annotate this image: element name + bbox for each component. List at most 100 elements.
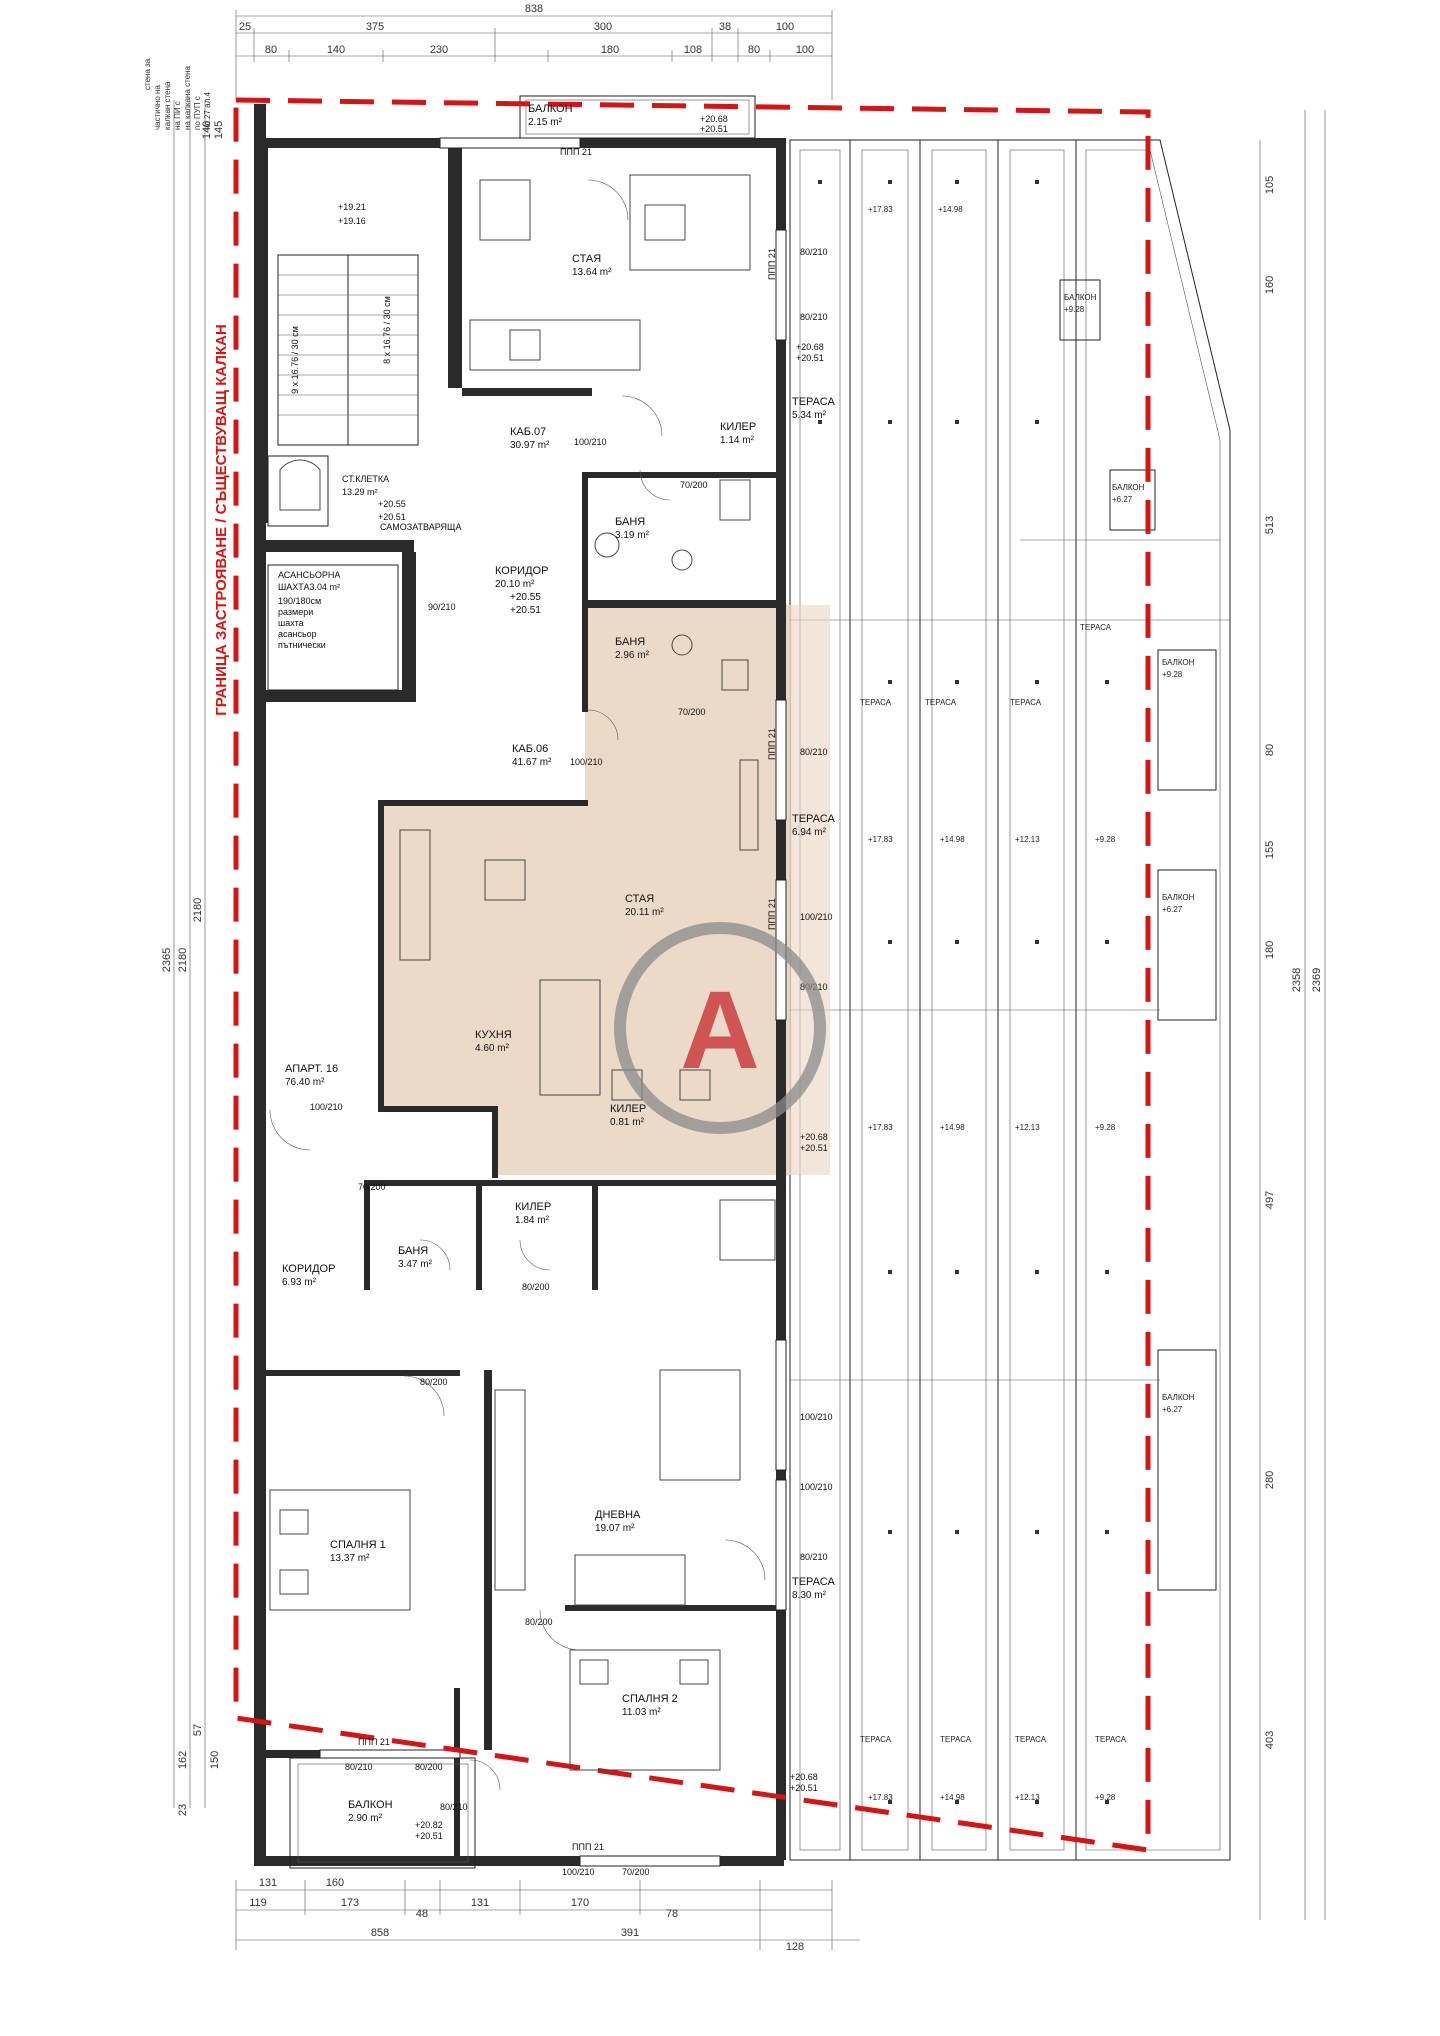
svg-text:858: 858 (371, 1927, 389, 1939)
svg-text:1.84 m²: 1.84 m² (515, 1215, 550, 1226)
svg-text:+17.83: +17.83 (868, 835, 893, 844)
dim-top-d: 38 (719, 21, 731, 33)
svg-text:ДНЕВНА: ДНЕВНА (595, 1509, 641, 1521)
dim-top-h: 230 (430, 44, 448, 56)
boundary-line (233, 97, 1151, 1853)
opening-tags: ППП 21 ППП 21 ППП 21 ППП 21 ППП 21 ППП 2… (310, 147, 833, 1877)
svg-text:5.34 m²: 5.34 m² (792, 410, 827, 421)
svg-text:70/200: 70/200 (680, 480, 708, 490)
svg-text:80/200: 80/200 (525, 1617, 553, 1627)
svg-text:+20.82: +20.82 (415, 1820, 443, 1830)
svg-text:ШАХТА3.04 m²: ШАХТА3.04 m² (278, 582, 340, 592)
svg-text:стена за: стена за (143, 58, 152, 90)
svg-text:2180: 2180 (192, 898, 204, 922)
svg-text:БАЛКОН: БАЛКОН (1162, 1393, 1195, 1402)
svg-text:ТЕРАСА: ТЕРАСА (860, 1735, 892, 1744)
svg-text:+12.13: +12.13 (1015, 1793, 1040, 1802)
svg-text:8.30 m²: 8.30 m² (792, 1590, 827, 1601)
svg-text:калкан стена: калкан стена (163, 81, 172, 130)
svg-text:СПАЛНЯ 1: СПАЛНЯ 1 (330, 1539, 386, 1551)
svg-text:+17.83: +17.83 (868, 1793, 893, 1802)
svg-text:КИЛЕР: КИЛЕР (610, 1103, 646, 1115)
room-labels: СТАЯ 13.64 m² КАБ.07 30.97 m² КИЛЕР 1.14… (282, 103, 835, 1824)
svg-text:80/210: 80/210 (800, 247, 828, 257)
svg-text:2.15 m²: 2.15 m² (528, 117, 563, 128)
svg-text:170: 170 (571, 1897, 589, 1909)
svg-text:частично на: частично на (153, 85, 162, 130)
svg-text:+20.51: +20.51 (378, 512, 406, 522)
svg-text:48: 48 (416, 1908, 428, 1920)
svg-text:ТЕРАСА: ТЕРАСА (860, 698, 892, 707)
dim-top-f: 80 (265, 44, 277, 56)
svg-text:78: 78 (666, 1908, 678, 1920)
svg-text:+9.28: +9.28 (1064, 305, 1085, 314)
svg-text:на калкана стена: на калкана стена (183, 65, 192, 130)
svg-text:+20.51: +20.51 (700, 124, 728, 134)
svg-text:шахта: шахта (278, 618, 304, 628)
svg-text:497: 497 (1264, 1191, 1276, 1209)
dim-top-i: 180 (601, 44, 619, 56)
svg-text:+19.21: +19.21 (338, 202, 366, 212)
svg-text:+12.13: +12.13 (1015, 835, 1040, 844)
svg-text:+9.28: +9.28 (1162, 670, 1183, 679)
svg-text:АСАНСЬОРНА: АСАНСЬОРНА (278, 570, 340, 580)
top-dimensions: 838 25 375 300 38 100 80 140 230 180 108… (235, 3, 833, 100)
level-marks: +20.68 +20.51 +20.68 +20.51 +20.68 +20.5… (415, 114, 828, 1841)
dim-top-g: 140 (327, 44, 345, 56)
svg-text:2.96 m²: 2.96 m² (615, 650, 650, 661)
svg-text:70/200: 70/200 (622, 1867, 650, 1877)
svg-text:+20.68: +20.68 (800, 1132, 828, 1142)
svg-text:+9.28: +9.28 (1095, 1123, 1116, 1132)
svg-text:2365: 2365 (161, 948, 173, 972)
svg-text:+9.28: +9.28 (1095, 1793, 1116, 1802)
svg-text:БАЛКОН: БАЛКОН (1162, 658, 1195, 667)
svg-text:80/200: 80/200 (522, 1282, 550, 1292)
svg-text:131: 131 (471, 1897, 489, 1909)
svg-text:+14.98: +14.98 (940, 835, 965, 844)
svg-text:80/210: 80/210 (800, 312, 828, 322)
svg-text:+20.51: +20.51 (796, 353, 824, 363)
svg-text:20.11 m²: 20.11 m² (625, 907, 664, 918)
door-swings (269, 179, 766, 1791)
svg-text:ТЕРАСА: ТЕРАСА (1015, 1735, 1047, 1744)
svg-text:80/200: 80/200 (415, 1762, 443, 1772)
svg-text:100/210: 100/210 (800, 1412, 833, 1422)
svg-text:80/210: 80/210 (800, 1552, 828, 1562)
svg-text:КОРИДОР: КОРИДОР (495, 565, 548, 577)
svg-text:+19.16: +19.16 (338, 216, 366, 226)
svg-text:КИЛЕР: КИЛЕР (720, 421, 756, 433)
svg-text:1.14 m²: 1.14 m² (720, 435, 755, 446)
svg-text:БАЛКОН: БАЛКОН (348, 1799, 393, 1811)
svg-text:100/210: 100/210 (800, 912, 833, 922)
svg-text:3.47 m²: 3.47 m² (398, 1259, 433, 1270)
svg-text:100/210: 100/210 (800, 1482, 833, 1492)
svg-text:ТЕРАСА: ТЕРАСА (940, 1735, 972, 1744)
svg-text:160: 160 (326, 1877, 344, 1889)
bottom-dimensions: 131 160 131 170 78 119 173 48 858 391 12… (235, 1877, 860, 1953)
left-dimensions: 140 145 2365 2180 2180 162 57 150 23 (161, 100, 225, 1816)
svg-text:ТЕРАСА: ТЕРАСА (792, 813, 835, 825)
svg-text:ТЕРАСА: ТЕРАСА (925, 698, 957, 707)
svg-text:+20.51: +20.51 (510, 605, 541, 616)
svg-text:САМОЗАТВАРЯЩА: САМОЗАТВАРЯЩА (380, 522, 462, 532)
svg-text:0.81 m²: 0.81 m² (610, 1117, 645, 1128)
svg-text:+6.27: +6.27 (1162, 1405, 1183, 1414)
svg-text:70/200: 70/200 (358, 1182, 386, 1192)
svg-text:160: 160 (1264, 276, 1276, 294)
svg-text:на ПИ с: на ПИ с (173, 101, 182, 130)
svg-text:асансьор: асансьор (278, 629, 317, 639)
svg-text:БАНЯ: БАНЯ (398, 1245, 428, 1257)
svg-text:ППП 21: ППП 21 (358, 1737, 390, 1747)
dim-top-c: 300 (594, 21, 612, 33)
svg-text:80/200: 80/200 (420, 1377, 448, 1387)
svg-text:105: 105 (1264, 176, 1276, 194)
dim-top-l: 100 (796, 44, 814, 56)
svg-text:30.97 m²: 30.97 m² (510, 440, 550, 451)
right-dimensions: 105 160 513 80 155 180 497 280 403 2358 … (1259, 110, 1326, 1920)
svg-text:23: 23 (177, 1804, 189, 1816)
svg-text:+9.28: +9.28 (1095, 835, 1116, 844)
svg-text:20.10 m²: 20.10 m² (495, 579, 535, 590)
svg-text:ППП 21: ППП 21 (560, 147, 592, 157)
dim-top-j: 108 (684, 44, 702, 56)
svg-text:128: 128 (786, 1941, 804, 1953)
